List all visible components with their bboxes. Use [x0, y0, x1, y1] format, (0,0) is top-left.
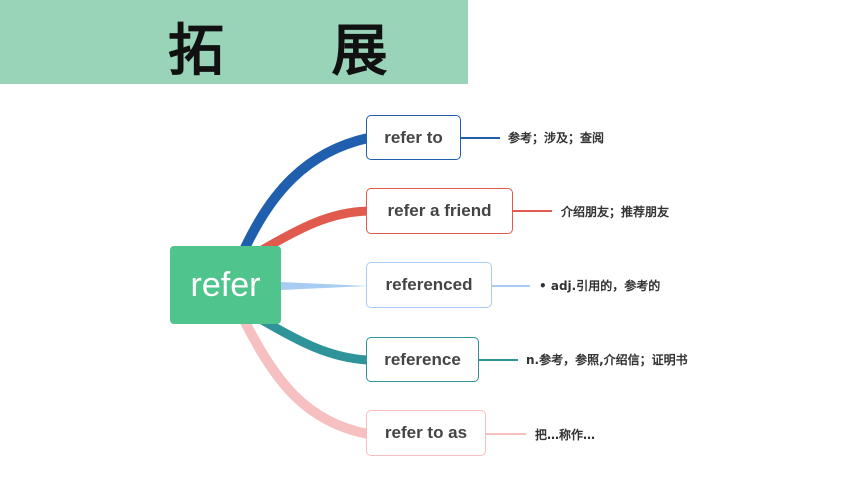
connector-refer-a-friend	[257, 206, 373, 255]
mindmap-root-node: refer	[170, 246, 281, 324]
connector-reference	[257, 315, 373, 365]
page-title: 拓 展	[168, 18, 432, 84]
node-referenced: referenced	[366, 262, 492, 308]
desc-refer-to-as: 把…称作…	[535, 428, 596, 442]
desc-referenced: • adj.引用的，参考的	[539, 279, 661, 293]
title-banner: 拓 展	[0, 0, 468, 84]
connector-refer-to	[240, 133, 373, 253]
desc-reference: n.参考，参照,介绍信；证明书	[526, 353, 688, 367]
node-reference: reference	[366, 337, 479, 382]
node-refer-a-friend: refer a friend	[366, 188, 513, 234]
connector-referenced	[281, 282, 368, 290]
desc-refer-a-friend: 介绍朋友；推荐朋友	[561, 205, 670, 219]
desc-refer-to: 参考；涉及；查阅	[508, 131, 605, 145]
node-refer-to-as: refer to as	[366, 410, 486, 456]
node-refer-to: refer to	[366, 115, 461, 160]
connector-refer-to-as	[240, 317, 373, 439]
